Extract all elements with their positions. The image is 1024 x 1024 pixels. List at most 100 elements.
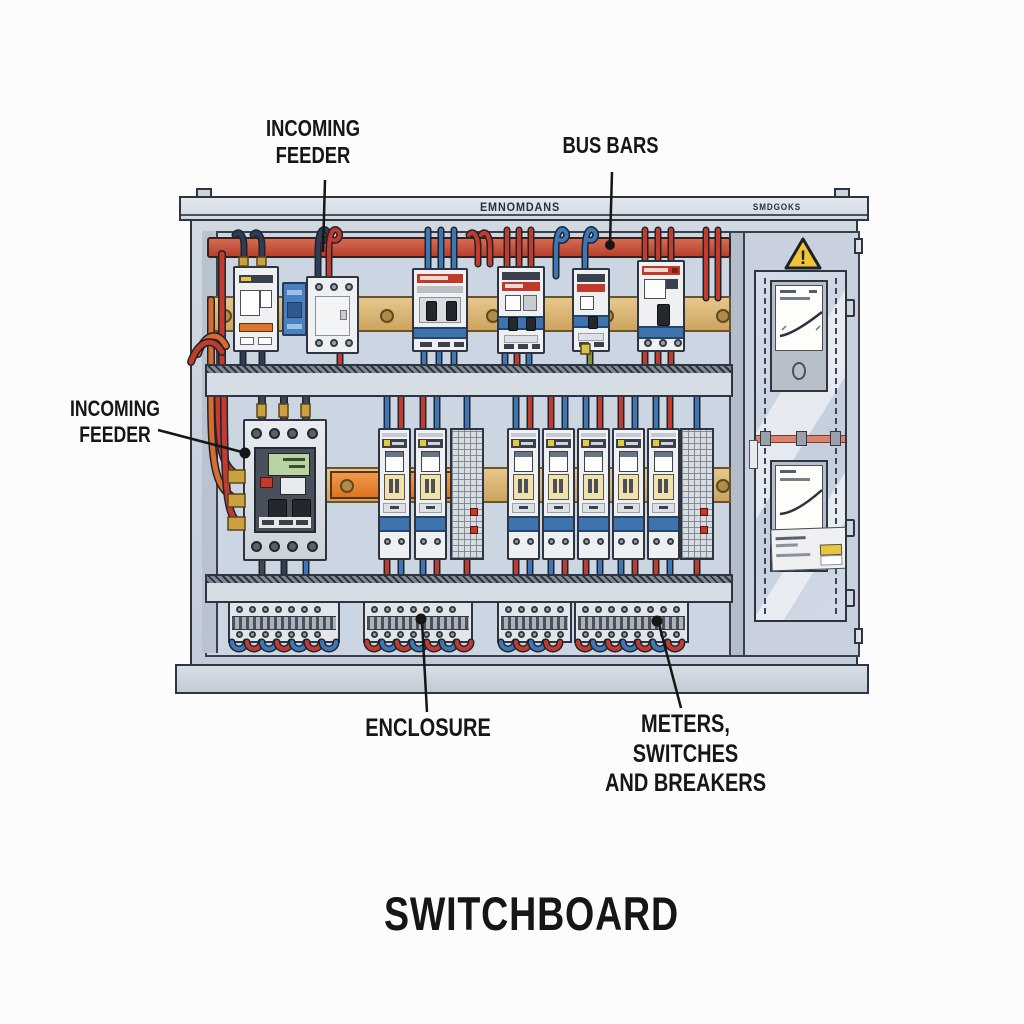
- bolt: [251, 541, 262, 552]
- terminal-screw: [436, 631, 443, 638]
- door-seal-dashed: [835, 278, 837, 614]
- terminal-screw: [505, 606, 512, 613]
- label-yellow-chip: [548, 440, 554, 446]
- callout-incoming-feeder-top: INCOMING FEEDER: [265, 115, 361, 169]
- label-yellow-chip: [653, 440, 659, 446]
- breaker-cream-face: [420, 474, 441, 500]
- window-header: [515, 452, 532, 457]
- face-mark: [553, 479, 557, 493]
- window-header: [550, 452, 567, 457]
- incoming-feeder-breaker: [243, 419, 327, 561]
- terminal-screw: [262, 606, 269, 613]
- callout-incoming-feeder-left: INCOMING FEEDER: [70, 396, 160, 447]
- bolt: [269, 541, 280, 552]
- terminal-screw: [673, 606, 680, 613]
- breaker-slot: [582, 503, 605, 513]
- device-label-strip: [239, 275, 273, 283]
- toggle-handle: [446, 301, 457, 321]
- breaker-blue-band: [579, 516, 608, 532]
- lcd-text-line: [283, 458, 305, 461]
- breaker-main-top: [637, 260, 685, 352]
- meter-text-bar: [780, 478, 810, 481]
- module-stripe: [287, 290, 302, 295]
- label-text-bar: [438, 342, 450, 347]
- door-hinge: [845, 299, 855, 317]
- lcd-text-line: [289, 465, 305, 468]
- screw: [674, 339, 682, 347]
- terminal-screw: [647, 631, 654, 638]
- breaker-label-strip: [502, 272, 540, 280]
- terminal-screw: [288, 606, 295, 613]
- terminal-strip: [497, 601, 572, 643]
- glass-door: [754, 270, 847, 622]
- branch-breaker-module: [577, 428, 610, 560]
- terminal-screw: [608, 631, 615, 638]
- breaker-slot: [578, 333, 604, 341]
- din-rail-hole: [716, 309, 730, 323]
- breaker-label-strip: [382, 439, 407, 448]
- meter-text-bar: [780, 290, 796, 293]
- mid-shelf: [205, 364, 733, 397]
- breaker-top-strip: [616, 433, 641, 437]
- screw: [527, 538, 534, 545]
- breaker-3pole: [412, 268, 468, 352]
- din-rail-hole: [716, 479, 730, 493]
- label-text-bar: [262, 520, 274, 525]
- label-text-bar: [626, 442, 638, 445]
- screw: [644, 339, 652, 347]
- slot-mark: [519, 506, 528, 509]
- terminal-screw: [595, 631, 602, 638]
- nameplate-text-right: SMDGOKS: [752, 202, 802, 212]
- terminal-screw: [557, 631, 564, 638]
- breaker-label-strip: [511, 439, 536, 448]
- label-text-bar: [505, 284, 523, 288]
- window-header: [655, 452, 672, 457]
- terminal-screw: [449, 631, 456, 638]
- terminal-screw: [397, 606, 404, 613]
- terminal-screw: [647, 606, 654, 613]
- label-text-bar: [296, 520, 308, 525]
- label-yellow-chip: [513, 440, 519, 446]
- terminal-screw: [410, 606, 417, 613]
- shelf-hatch-edge: [207, 576, 731, 583]
- red-indicator: [260, 477, 273, 488]
- breaker-cream-face: [583, 474, 604, 500]
- label-text-bar: [392, 442, 404, 445]
- bolt: [269, 428, 280, 439]
- terminal-screw: [595, 606, 602, 613]
- window-header: [585, 452, 602, 457]
- terminal-screw: [505, 631, 512, 638]
- branch-breaker-module: [542, 428, 575, 560]
- module-stripe: [287, 324, 302, 329]
- breaker-blue-band: [509, 516, 538, 532]
- meter-needle-arc: [779, 311, 823, 338]
- breaker-window: [644, 279, 666, 299]
- screw: [548, 538, 555, 545]
- terminal-screw: [314, 631, 321, 638]
- terminal-screw: [384, 631, 391, 638]
- branch-breaker-module: [414, 428, 447, 560]
- terminal-screw: [262, 631, 269, 638]
- breaker-slot: [617, 503, 640, 513]
- rod-fitting: [796, 431, 807, 446]
- terminal-screw: [249, 606, 256, 613]
- warning-exclamation: !: [800, 248, 806, 269]
- label-yellow-chip: [583, 440, 589, 446]
- meter-text-bar: [780, 470, 796, 473]
- breaker-foot: [509, 534, 538, 550]
- meter-needle-arc: [779, 489, 823, 516]
- breaker-top-strip: [651, 433, 676, 437]
- face-mark: [559, 479, 563, 493]
- meter-text-bar: [780, 297, 810, 300]
- toggle-handle: [657, 304, 670, 326]
- window-header: [620, 452, 637, 457]
- breaker-window: [584, 451, 603, 472]
- terminal-screw: [449, 606, 456, 613]
- breaker-label-strip: [581, 439, 606, 448]
- terminal-screw: [236, 631, 243, 638]
- slot-mark: [390, 506, 399, 509]
- door-seal-dashed: [764, 278, 766, 614]
- breaker-label-strip: [418, 439, 443, 448]
- terminal-screw: [275, 631, 282, 638]
